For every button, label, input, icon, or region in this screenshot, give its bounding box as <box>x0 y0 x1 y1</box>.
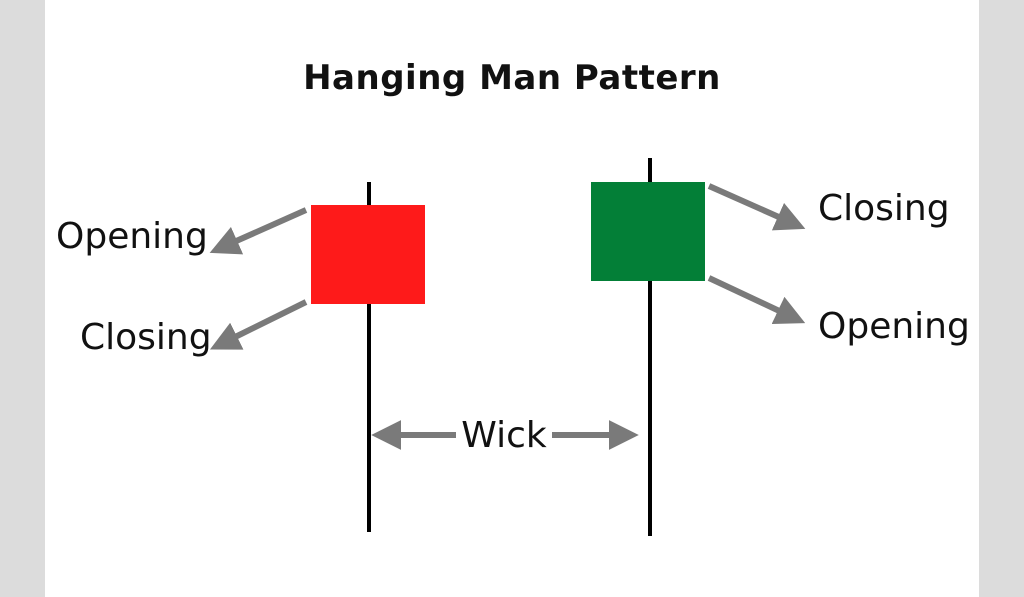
bullish-closing-label: Closing <box>818 188 950 229</box>
bullish-body <box>591 182 705 281</box>
bearish-candle <box>311 182 425 532</box>
bullish-opening-label: Opening <box>818 306 970 347</box>
bullish-candle <box>591 158 705 536</box>
bullish-opening-arrow <box>707 275 806 324</box>
bearish-closing-arrow <box>209 299 308 350</box>
bearish-closing-label: Closing <box>80 317 212 358</box>
bearish-opening-arrow <box>209 207 308 255</box>
page-title: Hanging Man Pattern <box>303 58 721 98</box>
bearish-body <box>311 205 425 304</box>
diagram-panel <box>45 0 979 597</box>
bullish-closing-arrow <box>707 183 806 231</box>
bearish-opening-label: Opening <box>56 216 208 257</box>
wick-label: Wick <box>461 415 547 456</box>
